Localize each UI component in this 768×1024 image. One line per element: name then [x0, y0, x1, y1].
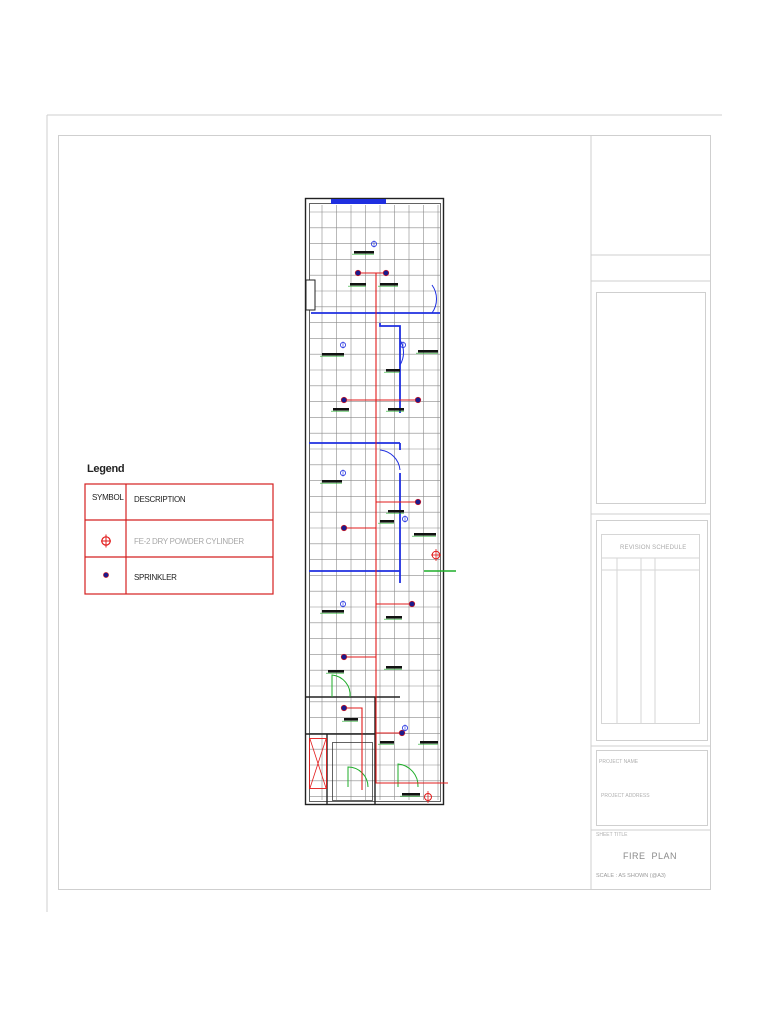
room-tag [320, 353, 344, 357]
room-tag [320, 610, 344, 614]
sheet-title-label: SHEET TITLE [596, 832, 628, 838]
sprinkler-icon [340, 524, 348, 532]
extinguisher-icon [339, 600, 346, 608]
sprinkler-icon [414, 498, 422, 506]
sprinkler-icon [414, 396, 422, 404]
sprinkler-piping [344, 272, 448, 790]
sprinkler-icon [398, 729, 406, 737]
room-tag [331, 408, 349, 412]
sprinkler-icon [354, 269, 362, 277]
extinguisher-icon [339, 469, 346, 477]
extinguisher-icon [399, 341, 406, 349]
room-tag [384, 666, 402, 670]
room-tag [386, 408, 404, 412]
revision-schedule-title: REVISION SCHEDULE [620, 545, 687, 551]
room-tag [400, 793, 420, 797]
room-tags [320, 251, 456, 797]
sprinkler-icon [408, 600, 416, 608]
room-tag [418, 741, 438, 745]
legend-header-symbol: SYMBOL [92, 493, 124, 502]
sprinkler-icon [103, 572, 109, 578]
room-tag [412, 533, 436, 537]
walls [304, 197, 445, 806]
legend-header-description: DESCRIPTION [134, 495, 186, 504]
extinguisher-icon [370, 240, 377, 248]
sprinkler-icon [382, 269, 390, 277]
dry-powder-cylinder-icon [431, 549, 441, 561]
legend-title: Legend [87, 463, 125, 475]
extinguishers [339, 240, 441, 803]
dry-powder-cylinder-icon [101, 534, 111, 548]
sprinkler-icon [340, 396, 348, 404]
legend-description-sprinkler: SPRINKLER [134, 573, 177, 582]
room-tag [416, 350, 438, 354]
partitions [309, 284, 440, 583]
project-name-label: PROJECT NAME [599, 759, 639, 765]
extinguisher-icon [401, 724, 408, 732]
room-tag [378, 283, 398, 287]
room-tag [384, 369, 400, 373]
room-tag [386, 510, 404, 514]
window [331, 199, 386, 204]
legend-description-cylinder: FE-2 DRY POWDER CYLINDER [134, 537, 244, 546]
extinguisher-icon [401, 515, 408, 523]
room-tag [326, 670, 344, 674]
project-address-label: PROJECT ADDRESS [601, 793, 650, 799]
sheet-title: FIRE PLAN [623, 851, 678, 861]
sprinkler-icon [340, 704, 348, 712]
legend-table [84, 483, 274, 595]
room-tag [348, 283, 366, 287]
dry-powder-cylinder-icon [424, 791, 432, 803]
scale-note: SCALE : AS SHOWN (@A3) [596, 873, 666, 879]
sprinkler-icon [340, 653, 348, 661]
room-tag [320, 480, 342, 484]
room-tag [342, 718, 358, 722]
sprinklers [340, 269, 422, 737]
room-tag [378, 741, 394, 745]
extinguisher-icon [339, 341, 346, 349]
room-tag [384, 616, 402, 620]
room-tag [378, 520, 394, 524]
room-tag [352, 251, 374, 255]
